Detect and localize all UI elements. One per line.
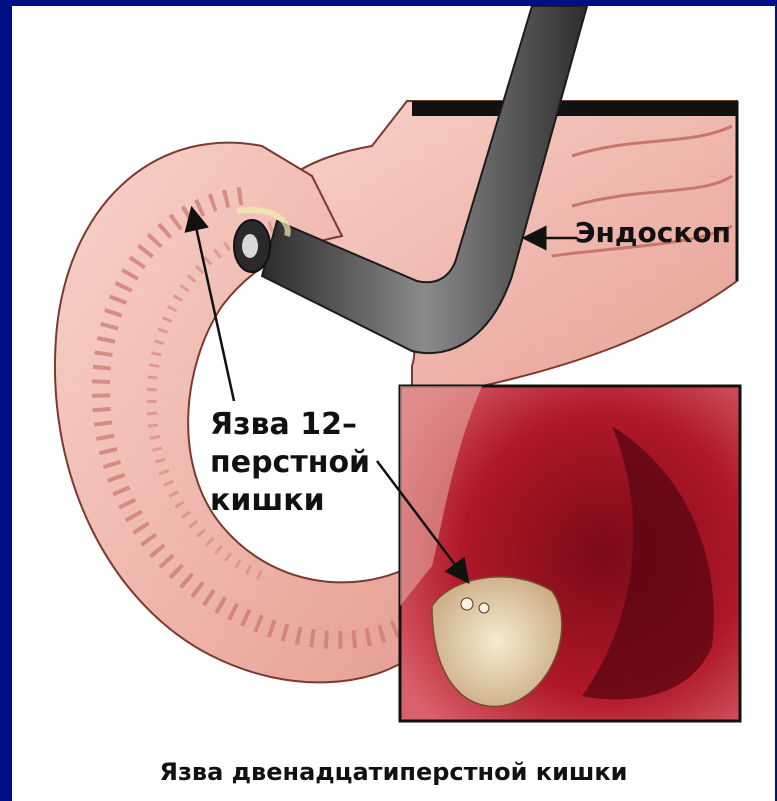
ulcer-label: Язва 12– перстной кишки (210, 406, 370, 520)
caption: Язва двенадцатиперстной кишки (12, 758, 775, 786)
ulcer-label-line3: кишки (210, 482, 370, 520)
illustration-frame: Эндоскоп Язва 12– перстной кишки Язва дв… (12, 6, 775, 801)
ulcer-label-line1: Язва 12– (210, 406, 370, 444)
anatomy-illustration (12, 6, 775, 801)
endoscope-label: Эндоскоп (575, 216, 731, 249)
ulcer-label-line2: перстной (210, 444, 370, 482)
endoscopic-inset (377, 386, 740, 721)
